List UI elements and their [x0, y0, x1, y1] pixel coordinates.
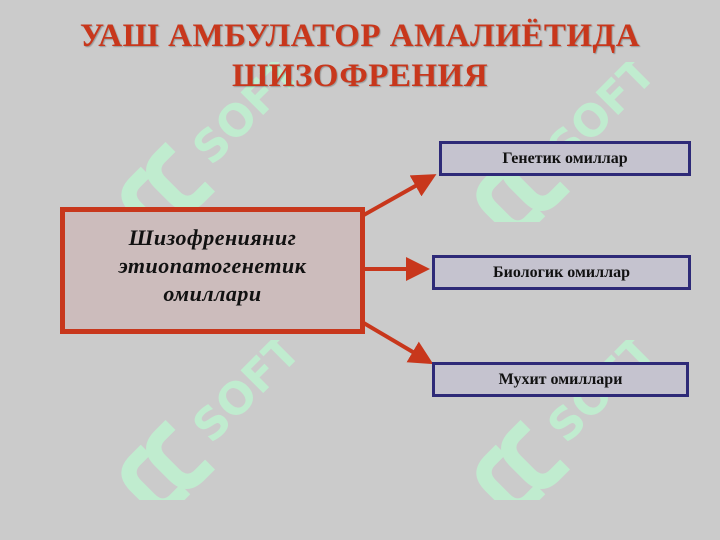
arrow-to-genetic — [361, 174, 437, 218]
environmental-factors-box: Мухит омиллари — [432, 362, 689, 397]
genetic-factors-box: Генетик омиллар — [439, 141, 691, 176]
center-box-text: Шизофренияниг этиопатогенетик омиллари — [119, 224, 307, 318]
center-line-2: этиопатогенетик — [118, 252, 307, 278]
title-line-1: УАШ АМБУЛАТОР АМАЛИЁТИДА — [79, 18, 641, 54]
center-line-1: Шизофренияниг — [128, 224, 297, 250]
title-line-2: ШИЗОФРЕНИЯ — [231, 58, 489, 94]
slide-title: УАШ АМБУЛАТОР АМАЛИЁТИДА ШИЗОФРЕНИЯ — [0, 16, 720, 96]
biological-factors-box: Биологик омиллар — [432, 255, 691, 290]
arrow-to-environment — [360, 320, 434, 365]
center-line-3: омиллари — [163, 280, 262, 306]
etiopathogenetic-factors-box: Шизофренияниг этиопатогенетик омиллари — [60, 207, 365, 334]
